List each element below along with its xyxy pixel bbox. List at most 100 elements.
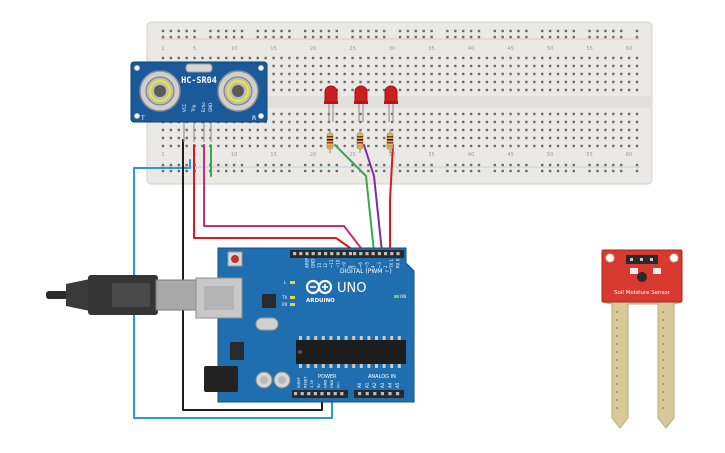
rail-hole[interactable]: [477, 29, 481, 33]
breadboard-hole[interactable]: [477, 88, 481, 92]
breadboard-hole[interactable]: [240, 56, 244, 60]
breadboard-hole[interactable]: [280, 120, 283, 124]
rail-hole[interactable]: [525, 163, 528, 167]
rail-hole[interactable]: [454, 29, 457, 33]
breadboard-hole[interactable]: [469, 144, 473, 148]
wire-red-led3[interactable]: [389, 144, 394, 253]
rail-hole[interactable]: [359, 29, 362, 33]
rail-hole[interactable]: [209, 29, 212, 33]
rail-hole[interactable]: [588, 29, 591, 33]
breadboard-hole[interactable]: [564, 80, 568, 84]
breadboard-hole[interactable]: [604, 120, 607, 124]
breadboard-hole[interactable]: [469, 136, 473, 140]
breadboard-hole[interactable]: [635, 112, 639, 116]
rail-hole[interactable]: [572, 169, 575, 173]
rail-hole[interactable]: [177, 35, 180, 39]
breadboard-hole[interactable]: [446, 56, 449, 60]
rail-hole[interactable]: [509, 29, 512, 33]
breadboard-hole[interactable]: [517, 112, 520, 116]
breadboard-hole[interactable]: [383, 88, 386, 92]
breadboard-hole[interactable]: [612, 88, 615, 92]
breadboard-hole[interactable]: [414, 120, 417, 124]
breadboard-hole[interactable]: [572, 136, 575, 140]
breadboard-hole[interactable]: [454, 144, 457, 148]
power-pin-hole[interactable]: [313, 392, 317, 396]
breadboard-hole[interactable]: [604, 88, 607, 92]
breadboard-hole[interactable]: [272, 64, 275, 68]
breadboard-hole[interactable]: [422, 144, 425, 148]
breadboard-hole[interactable]: [493, 120, 496, 124]
rail-hole[interactable]: [185, 29, 188, 33]
breadboard-hole[interactable]: [517, 136, 520, 140]
rail-hole[interactable]: [548, 35, 552, 39]
breadboard-hole[interactable]: [446, 120, 449, 124]
rail-hole[interactable]: [217, 29, 220, 33]
breadboard-hole[interactable]: [604, 56, 607, 60]
breadboard-hole[interactable]: [343, 72, 346, 76]
breadboard-hole[interactable]: [422, 80, 425, 84]
breadboard-hole[interactable]: [248, 56, 252, 60]
breadboard-hole[interactable]: [296, 144, 299, 148]
rail-hole[interactable]: [446, 35, 449, 39]
breadboard-hole[interactable]: [477, 136, 481, 140]
rail-hole[interactable]: [430, 29, 433, 33]
rail-hole[interactable]: [304, 29, 307, 33]
digital-header-right[interactable]: [350, 250, 404, 258]
rail-hole[interactable]: [517, 169, 520, 173]
breadboard-hole[interactable]: [185, 128, 188, 132]
breadboard-hole[interactable]: [390, 72, 394, 76]
rail-hole[interactable]: [367, 163, 370, 167]
breadboard-hole[interactable]: [296, 88, 299, 92]
breadboard-hole[interactable]: [319, 64, 323, 68]
breadboard-hole[interactable]: [248, 128, 252, 132]
breadboard-hole[interactable]: [232, 56, 236, 60]
breadboard-hole[interactable]: [525, 88, 528, 92]
power-pin-hole[interactable]: [294, 392, 298, 396]
breadboard-hole[interactable]: [469, 72, 473, 76]
breadboard-hole[interactable]: [572, 120, 575, 124]
breadboard-hole[interactable]: [414, 88, 417, 92]
rail-hole[interactable]: [517, 163, 520, 167]
breadboard-hole[interactable]: [201, 144, 204, 148]
breadboard-hole[interactable]: [185, 56, 188, 60]
breadboard-hole[interactable]: [548, 64, 552, 68]
breadboard-hole[interactable]: [541, 56, 544, 60]
rail-hole[interactable]: [454, 163, 457, 167]
rail-hole[interactable]: [185, 163, 188, 167]
breadboard-hole[interactable]: [477, 80, 481, 84]
wire-red-trig[interactable]: [193, 144, 357, 253]
breadboard-hole[interactable]: [454, 112, 457, 116]
breadboard-hole[interactable]: [454, 128, 457, 132]
breadboard-hole[interactable]: [430, 128, 433, 132]
rail-hole[interactable]: [304, 35, 307, 39]
breadboard-hole[interactable]: [430, 88, 433, 92]
breadboard-hole[interactable]: [185, 136, 188, 140]
rail-hole[interactable]: [169, 35, 173, 39]
breadboard-hole[interactable]: [533, 112, 536, 116]
breadboard-hole[interactable]: [509, 144, 512, 148]
breadboard-hole[interactable]: [627, 120, 631, 124]
breadboard-hole[interactable]: [422, 56, 425, 60]
breadboard-hole[interactable]: [564, 112, 568, 116]
breadboard-hole[interactable]: [477, 120, 481, 124]
rail-hole[interactable]: [477, 169, 481, 173]
breadboard-hole[interactable]: [541, 80, 544, 84]
breadboard-hole[interactable]: [225, 136, 228, 140]
breadboard-hole[interactable]: [627, 112, 631, 116]
breadboard-hole[interactable]: [422, 112, 425, 116]
breadboard-hole[interactable]: [343, 120, 346, 124]
rail-hole[interactable]: [383, 35, 386, 39]
rail-hole[interactable]: [327, 169, 331, 173]
breadboard-hole[interactable]: [438, 80, 441, 84]
rail-hole[interactable]: [272, 169, 275, 173]
analog-pin-hole[interactable]: [396, 392, 400, 396]
rail-hole[interactable]: [351, 163, 354, 167]
breadboard-hole[interactable]: [280, 64, 283, 68]
breadboard-hole[interactable]: [232, 136, 236, 140]
breadboard-hole[interactable]: [430, 120, 433, 124]
breadboard-hole[interactable]: [627, 72, 631, 76]
rail-hole[interactable]: [288, 169, 291, 173]
rail-hole[interactable]: [430, 163, 433, 167]
breadboard-hole[interactable]: [620, 144, 623, 148]
